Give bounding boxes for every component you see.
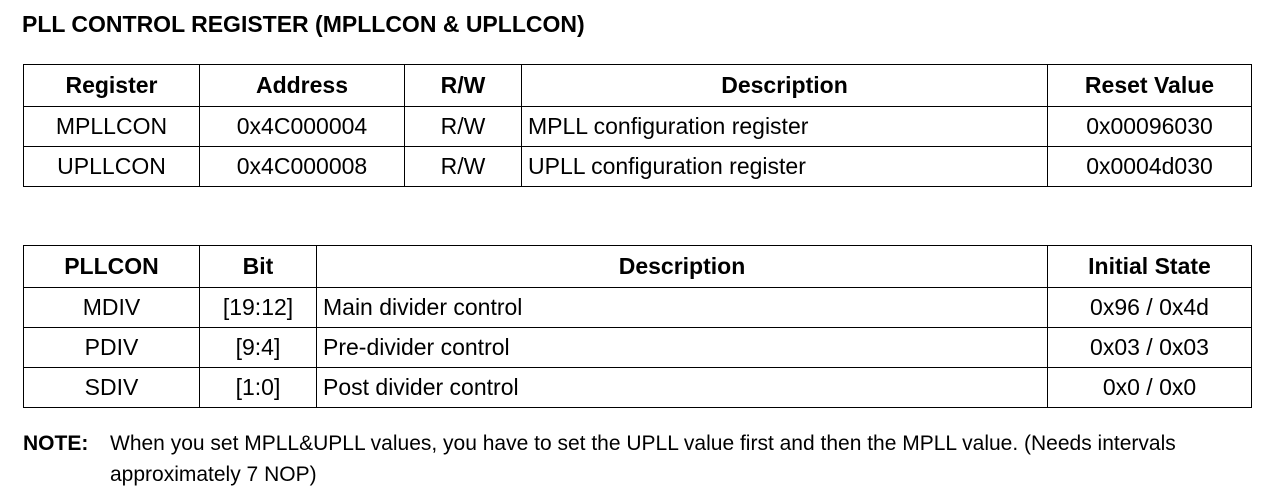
cell-bit: [9:4] (199, 327, 317, 368)
cell-field: MDIV (23, 287, 200, 328)
cell-bit: [1:0] (199, 367, 317, 408)
cell-bit: [19:12] (199, 287, 317, 328)
column-header-rw: R/W (404, 64, 522, 107)
table-row: MDIV [19:12] Main divider control 0x96 /… (23, 287, 1252, 328)
page-title: PLL CONTROL REGISTER (MPLLCON & UPLLCON) (22, 11, 585, 37)
table-header-row: PLLCON Bit Description Initial State (23, 245, 1252, 288)
note-label: NOTE: (23, 432, 89, 455)
cell-description: Main divider control (316, 287, 1048, 328)
column-header-reset-value: Reset Value (1047, 64, 1252, 107)
table-row: UPLLCON 0x4C000008 R/W UPLL configuratio… (23, 146, 1252, 187)
table-row: MPLLCON 0x4C000004 R/W MPLL configuratio… (23, 106, 1252, 147)
cell-field: SDIV (23, 367, 200, 408)
cell-initial-state: 0x03 / 0x03 (1047, 327, 1252, 368)
table-row: SDIV [1:0] Post divider control 0x0 / 0x… (23, 367, 1252, 408)
cell-rw: R/W (404, 106, 522, 147)
cell-description: Pre-divider control (316, 327, 1048, 368)
cell-register: MPLLCON (23, 106, 200, 147)
column-header-description: Description (521, 64, 1048, 107)
cell-field: PDIV (23, 327, 200, 368)
note-text: When you set MPLL&UPLL values, you have … (110, 432, 1176, 486)
pllcon-bit-table: PLLCON Bit Description Initial State MDI… (23, 245, 1252, 408)
column-header-description: Description (316, 245, 1048, 288)
cell-description: MPLL configuration register (521, 106, 1048, 147)
cell-initial-state: 0x96 / 0x4d (1047, 287, 1252, 328)
cell-reset-value: 0x0004d030 (1047, 146, 1252, 187)
table-header-row: Register Address R/W Description Reset V… (23, 64, 1252, 107)
table-row: PDIV [9:4] Pre-divider control 0x03 / 0x… (23, 327, 1252, 368)
cell-reset-value: 0x00096030 (1047, 106, 1252, 147)
cell-address: 0x4C000004 (199, 106, 405, 147)
cell-rw: R/W (404, 146, 522, 187)
cell-address: 0x4C000008 (199, 146, 405, 187)
cell-initial-state: 0x0 / 0x0 (1047, 367, 1252, 408)
note: NOTE: When you set MPLL&UPLL values, you… (23, 428, 1253, 490)
column-header-address: Address (199, 64, 405, 107)
column-header-register: Register (23, 64, 200, 107)
column-header-bit: Bit (199, 245, 317, 288)
column-header-initial-state: Initial State (1047, 245, 1252, 288)
register-table: Register Address R/W Description Reset V… (23, 64, 1252, 187)
cell-description: UPLL configuration register (521, 146, 1048, 187)
cell-description: Post divider control (316, 367, 1048, 408)
cell-register: UPLLCON (23, 146, 200, 187)
column-header-pllcon: PLLCON (23, 245, 200, 288)
